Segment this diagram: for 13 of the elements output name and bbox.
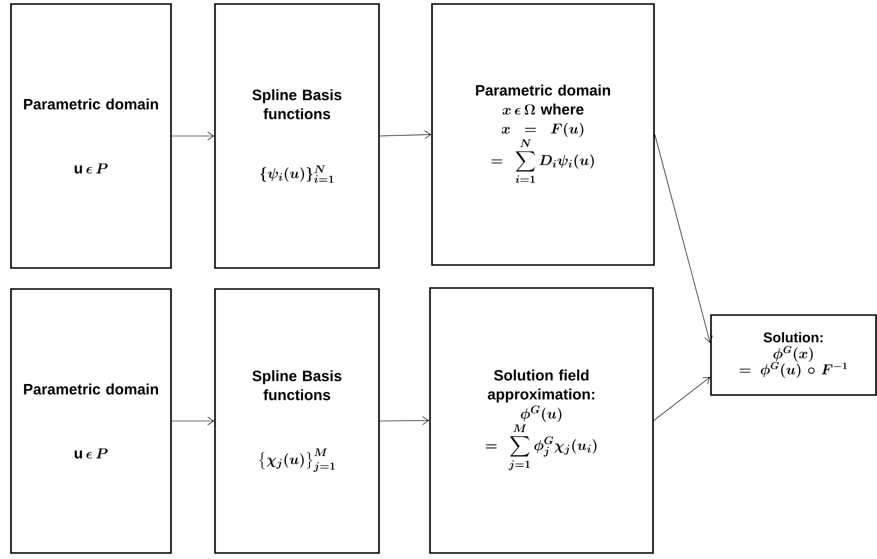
arrow: [654, 134, 713, 343]
arrow: [654, 377, 710, 421]
process-box: Solution field approximation: $\phi^G(u)$ $= \sum_{j=1}^{M}\phi_j^G\chi_j(u_i)$: [429, 287, 654, 554]
process-box: Parametric domain $\mathrm{u}\,\epsilon\,P$: [10, 3, 172, 269]
process-box: Spline Basis functions $\{\psi_i(u)\}_{i=1}^{N}$: [214, 3, 380, 269]
arrow: [172, 132, 214, 140]
arrow: [380, 416, 430, 425]
process-box: Parametric domain $\mathrm{u}\,\epsilon\,P$: [10, 288, 172, 554]
arrow: [172, 416, 214, 426]
result-box: Solution: $\phi^G(x)$ $= \phi^G(u)\circ F^{-1}$: [710, 314, 877, 396]
process-box: Parametric domain $x\,\epsilon\,\Omega\ \text{where}$ $x = F(u)$ $= \sum_{i=1}^{N} D_i\psi_i(u)$: [431, 3, 655, 266]
arrow: [380, 130, 432, 139]
process-box: Spline Basis functions $\left\{\chi_j(u)\right\}_{j=1}^{M}$: [214, 288, 380, 554]
